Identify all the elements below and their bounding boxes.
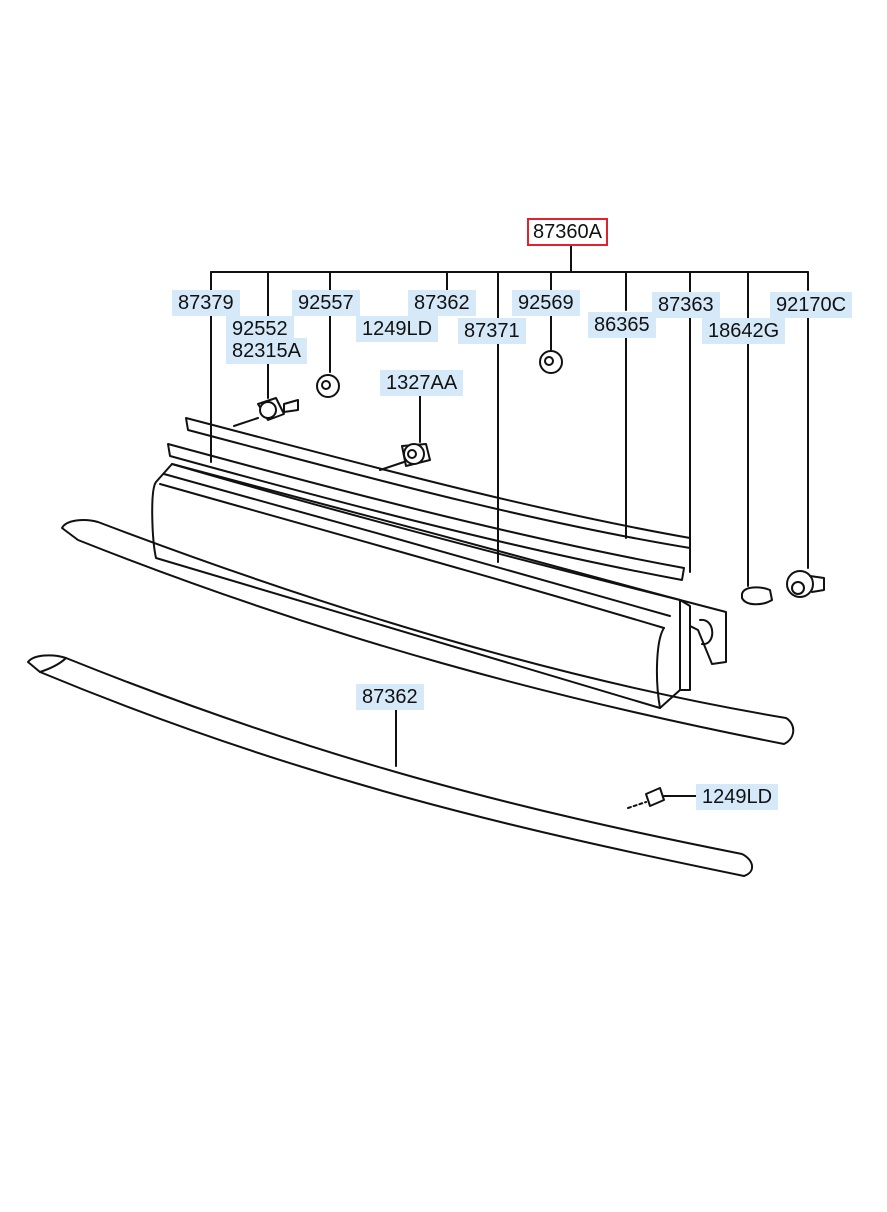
callout-92552[interactable]: 92552	[226, 316, 294, 342]
molding-lower	[27, 654, 753, 877]
socket-92170c	[786, 570, 825, 598]
clip-82315a	[233, 397, 299, 427]
leader-lines	[210, 245, 809, 797]
callout-92569[interactable]: 92569	[512, 290, 580, 316]
screw-1249ld	[627, 787, 665, 809]
callout-87363[interactable]: 87363	[652, 292, 720, 318]
assembly-label-87360a[interactable]: 87360A	[527, 218, 608, 246]
callout-87362-upper[interactable]: 87362	[408, 290, 476, 316]
callout-1249ld-upper[interactable]: 1249LD	[356, 316, 439, 342]
grille-frame	[61, 519, 795, 745]
nut-92569	[539, 350, 563, 374]
callout-86365[interactable]: 86365	[588, 312, 656, 338]
callout-82315a[interactable]: 82315A	[226, 338, 307, 364]
callout-92170c[interactable]: 92170C	[770, 292, 853, 318]
callout-87379[interactable]: 87379	[172, 290, 240, 316]
nut-1327aa	[379, 443, 431, 471]
callout-1327aa[interactable]: 1327AA	[380, 370, 464, 396]
callout-87362-lower[interactable]: 87362	[356, 684, 424, 710]
molding-strip-upper	[167, 417, 691, 581]
grille-body	[151, 463, 727, 709]
bulb-18642g	[741, 586, 773, 606]
nut-92557	[316, 374, 340, 398]
callout-92557[interactable]: 92557	[292, 290, 360, 316]
callout-18642g[interactable]: 18642G	[702, 318, 786, 344]
callout-1249ld-lower[interactable]: 1249LD	[696, 784, 779, 810]
callout-87371[interactable]: 87371	[458, 318, 526, 344]
